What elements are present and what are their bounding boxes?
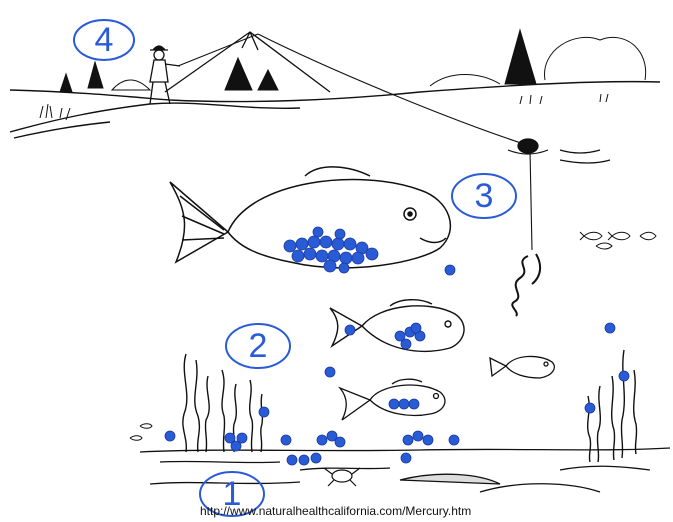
trees-left bbox=[60, 58, 278, 92]
fisherman bbox=[150, 46, 180, 104]
source-url: http://www.naturalhealthcalifornia.com/M… bbox=[200, 504, 471, 518]
tiny-fish-school bbox=[580, 232, 656, 249]
stage-number-2: 2 bbox=[228, 326, 288, 366]
stage-number-3: 3 bbox=[454, 176, 514, 216]
bobber bbox=[508, 139, 610, 163]
small-fish bbox=[490, 356, 554, 378]
stage-number-4: 4 bbox=[74, 20, 134, 60]
worm-bait bbox=[512, 254, 540, 316]
bottom-left-fish bbox=[130, 424, 152, 441]
shoreline bbox=[10, 82, 660, 138]
crab bbox=[324, 468, 360, 486]
seaweed-left bbox=[183, 354, 263, 452]
trees-right bbox=[430, 30, 646, 86]
